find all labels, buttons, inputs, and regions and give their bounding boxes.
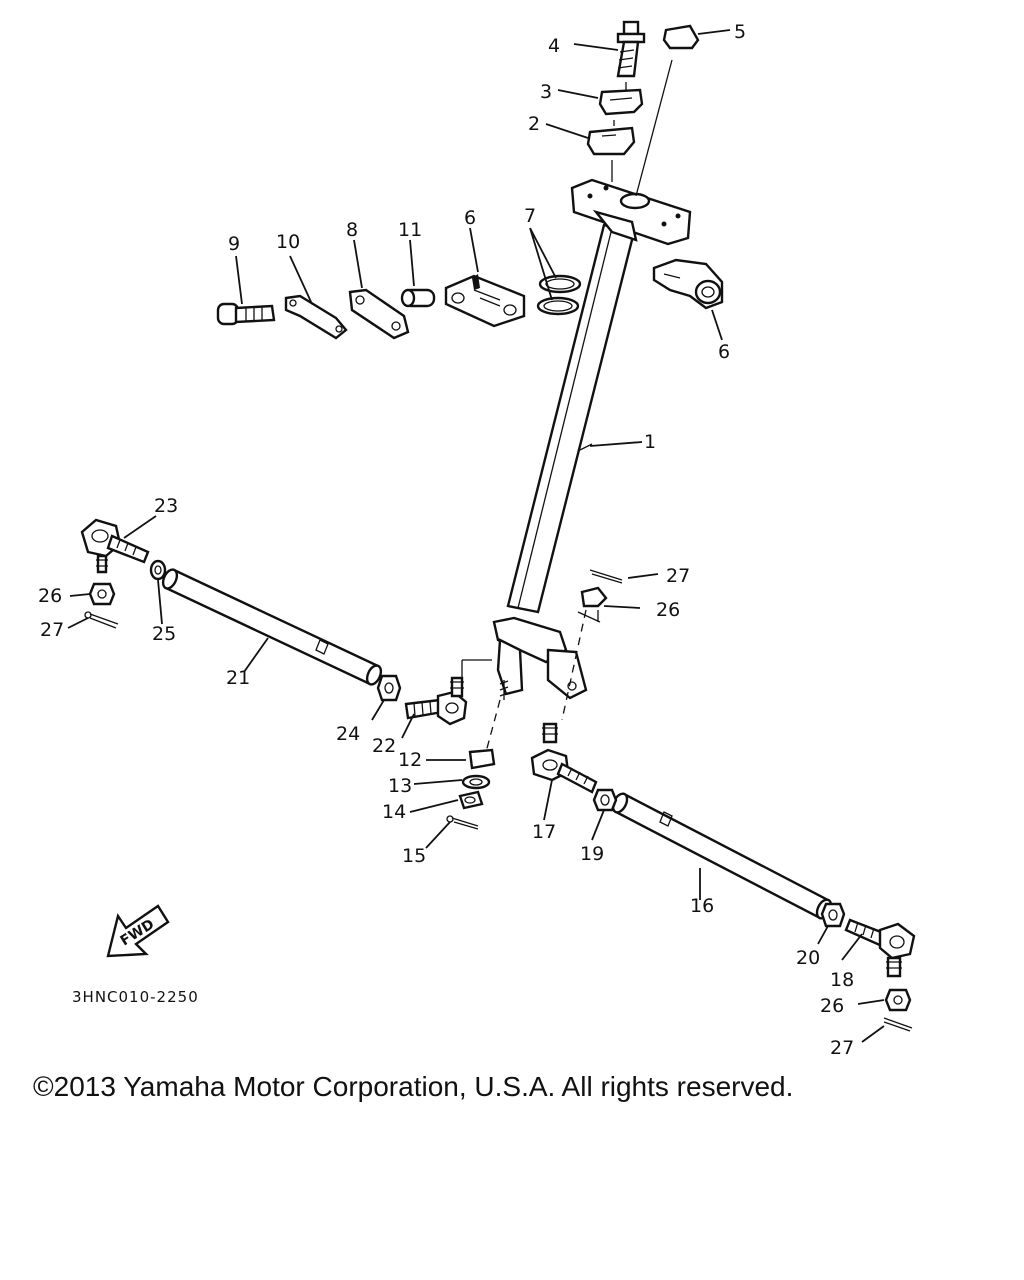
collar-11 bbox=[400, 288, 436, 308]
callout-26-left: 26 bbox=[38, 585, 62, 607]
rod-end-22 bbox=[404, 676, 468, 726]
circlip-7 bbox=[536, 274, 582, 316]
callout-10: 10 bbox=[276, 231, 300, 253]
nut-26-right-top bbox=[580, 586, 608, 608]
callout-17: 17 bbox=[532, 821, 556, 843]
nut-12 bbox=[468, 748, 496, 770]
nut-26-left bbox=[88, 582, 116, 606]
callout-27-left: 27 bbox=[40, 619, 64, 641]
callout-14: 14 bbox=[382, 801, 406, 823]
callout-16: 16 bbox=[690, 895, 714, 917]
callout-23: 23 bbox=[154, 495, 178, 517]
callout-9: 9 bbox=[228, 233, 240, 255]
copyright-notice: ©2013 Yamaha Motor Corporation, U.S.A. A… bbox=[33, 1071, 794, 1102]
cotter-pin-27-left bbox=[84, 611, 119, 629]
nut-25 bbox=[149, 559, 167, 581]
callout-25: 25 bbox=[152, 623, 176, 645]
nut-24 bbox=[376, 674, 402, 702]
callout-4: 4 bbox=[548, 35, 560, 57]
lower-collar-2 bbox=[586, 126, 636, 156]
handlebar-holder bbox=[570, 178, 692, 246]
callout-12: 12 bbox=[398, 749, 422, 771]
callout-27-bottom: 27 bbox=[830, 1037, 854, 1059]
callout-27-right: 27 bbox=[666, 565, 690, 587]
callout-5: 5 bbox=[734, 21, 746, 43]
callout-21: 21 bbox=[226, 667, 250, 689]
callout-20: 20 bbox=[796, 947, 820, 969]
callout-11: 11 bbox=[398, 219, 422, 241]
tie-rod-16 bbox=[611, 792, 833, 920]
rod-end-23 bbox=[80, 518, 150, 574]
lock-washer-10 bbox=[284, 294, 348, 340]
callout-1: 1 bbox=[644, 431, 656, 453]
plate-8 bbox=[348, 288, 410, 340]
nut-14 bbox=[458, 790, 484, 810]
callout-13: 13 bbox=[388, 775, 412, 797]
callout-22: 22 bbox=[372, 735, 396, 757]
holder-6-left bbox=[444, 274, 526, 328]
cotter-pin-15 bbox=[446, 815, 479, 830]
nut-26-right-bottom bbox=[884, 988, 912, 1012]
holder-6-right bbox=[652, 258, 724, 310]
rod-end-18 bbox=[844, 918, 916, 978]
callout-8: 8 bbox=[346, 219, 358, 241]
cotter-pin-27-right-top bbox=[589, 569, 623, 584]
callout-19: 19 bbox=[580, 843, 604, 865]
washer-13 bbox=[461, 774, 491, 790]
callout-7: 7 bbox=[524, 205, 536, 227]
nut-20 bbox=[820, 902, 846, 928]
rod-end-17 bbox=[530, 722, 598, 794]
nut-19 bbox=[592, 788, 618, 812]
callout-2: 2 bbox=[528, 113, 540, 135]
callout-6-top: 6 bbox=[464, 207, 476, 229]
leader-lines bbox=[67, 29, 885, 1043]
callout-24: 24 bbox=[336, 723, 360, 745]
callout-18: 18 bbox=[830, 969, 854, 991]
callout-labels: 4 5 3 2 9 10 8 11 6 7 6 1 23 26 27 25 21… bbox=[38, 21, 854, 1059]
upper-collar-3 bbox=[598, 88, 644, 116]
bolt-9 bbox=[216, 302, 276, 326]
fwd-arrow-icon: FWD bbox=[106, 904, 170, 958]
cap-5 bbox=[662, 24, 700, 50]
shaft-lower-bracket bbox=[492, 616, 588, 700]
callout-15: 15 bbox=[402, 845, 426, 867]
callout-3: 3 bbox=[540, 81, 552, 103]
tie-rod-21 bbox=[161, 568, 383, 686]
callout-26-right: 26 bbox=[656, 599, 680, 621]
bolt-4 bbox=[616, 20, 646, 78]
cotter-pin-27-right-bottom bbox=[883, 1017, 913, 1032]
drawing-code: 3HNC010-2250 bbox=[72, 988, 199, 1006]
callout-6-right: 6 bbox=[718, 341, 730, 363]
callout-26-bottom: 26 bbox=[820, 995, 844, 1017]
